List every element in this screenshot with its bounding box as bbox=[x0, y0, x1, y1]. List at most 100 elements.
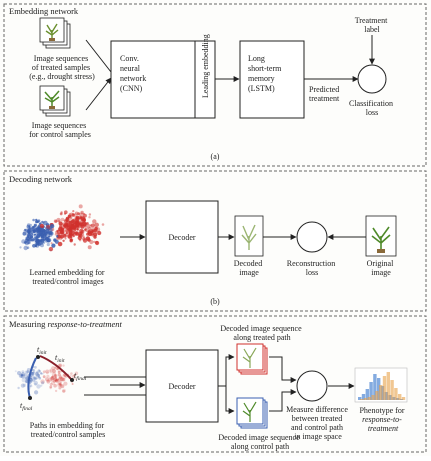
path-background-point bbox=[52, 379, 56, 383]
path-background-point bbox=[37, 375, 41, 379]
embedding-point bbox=[76, 222, 80, 226]
path-background-point bbox=[54, 379, 58, 383]
arrow-treated-to-cnn bbox=[85, 39, 112, 73]
path-background-point bbox=[59, 384, 63, 388]
path-background-point bbox=[33, 377, 37, 381]
path-background-point bbox=[36, 369, 41, 374]
embedding-point bbox=[88, 226, 92, 230]
histogram-bar-blue bbox=[399, 399, 404, 400]
path-background-point bbox=[54, 389, 58, 393]
embedding-point bbox=[58, 221, 63, 226]
histogram-bar-blue bbox=[396, 398, 400, 400]
embedding-point bbox=[73, 225, 77, 229]
path-background-point bbox=[49, 369, 52, 372]
path-background-point bbox=[51, 375, 55, 378]
embedding-point bbox=[76, 217, 79, 220]
embedding-point bbox=[82, 237, 86, 241]
leading-embedding-label: Leading embedding bbox=[201, 34, 210, 98]
embedding-point bbox=[27, 241, 31, 245]
path-background-point bbox=[29, 384, 33, 388]
path-background-point bbox=[63, 374, 66, 377]
panel-a: Embedding network Image sequences of tre… bbox=[3, 3, 427, 167]
embedding-point bbox=[73, 243, 76, 246]
histogram-bar-blue bbox=[384, 392, 388, 400]
path-background-point bbox=[49, 382, 53, 386]
path-background-point bbox=[57, 373, 61, 377]
path-background-point bbox=[22, 383, 27, 387]
path-background-point bbox=[55, 378, 58, 382]
histogram-bar-orange bbox=[382, 376, 387, 400]
embedding-point bbox=[22, 231, 27, 236]
embedding-point bbox=[40, 238, 43, 242]
path-background-point bbox=[49, 385, 53, 389]
embedding-point bbox=[82, 221, 87, 227]
embedding-point bbox=[64, 237, 67, 240]
embedding-point bbox=[38, 227, 43, 233]
path-background-point bbox=[39, 372, 43, 375]
paths-scatter bbox=[14, 363, 79, 395]
plant-icon bbox=[241, 224, 257, 250]
path-background-point bbox=[53, 383, 57, 388]
control-label: Image sequences for control samples bbox=[29, 121, 91, 139]
embedding-point bbox=[83, 213, 87, 218]
path-background-point bbox=[59, 383, 62, 387]
path-background-point bbox=[31, 371, 35, 376]
measure-difference-label: Measure difference between treated and c… bbox=[286, 405, 350, 441]
path-background-point bbox=[54, 374, 58, 378]
embedding-point bbox=[87, 231, 91, 235]
reconstruction-loss-label: Reconstruction loss bbox=[287, 259, 337, 277]
path-background-point bbox=[21, 370, 25, 374]
path-background-point bbox=[59, 375, 63, 379]
original-image-label: Original image bbox=[367, 259, 396, 277]
embedding-point bbox=[82, 235, 85, 238]
embedding-point bbox=[60, 230, 65, 235]
histogram-bar-orange bbox=[398, 394, 402, 400]
path-background-point bbox=[41, 372, 44, 375]
embedding-point bbox=[62, 234, 67, 238]
path-background-point bbox=[49, 386, 52, 390]
arrow-control-to-diff bbox=[269, 389, 297, 412]
embedding-point bbox=[78, 204, 83, 209]
embedding-point bbox=[33, 224, 37, 227]
embedding-point bbox=[84, 225, 88, 229]
path-background-point bbox=[69, 374, 72, 377]
embedding-point bbox=[77, 235, 83, 241]
embedding-point bbox=[39, 223, 45, 229]
path-background-point bbox=[38, 370, 41, 373]
embedding-caption: Learned embedding for treated/control im… bbox=[29, 268, 106, 286]
embedding-scatter bbox=[19, 204, 105, 252]
embedding-point bbox=[85, 236, 91, 241]
histogram-bar-blue bbox=[373, 374, 377, 400]
embedding-point bbox=[80, 210, 84, 215]
path-background-point bbox=[42, 375, 46, 379]
embedding-point bbox=[84, 227, 90, 233]
embedding-point bbox=[86, 224, 91, 229]
embedding-point bbox=[53, 238, 57, 242]
path-background-point bbox=[63, 374, 67, 377]
embedding-point bbox=[23, 241, 27, 244]
embedding-point bbox=[75, 232, 79, 237]
path-background-point bbox=[35, 371, 39, 375]
embedding-point bbox=[63, 223, 67, 227]
embedding-point bbox=[29, 238, 33, 242]
embedding-point bbox=[49, 228, 53, 232]
difference-node bbox=[296, 370, 328, 402]
embedding-point bbox=[79, 212, 84, 217]
panel-a-title: Embedding network bbox=[9, 6, 79, 16]
path-background-point bbox=[46, 379, 50, 383]
path-background-point bbox=[32, 376, 36, 379]
embedding-point bbox=[57, 242, 63, 247]
panel-b-border bbox=[3, 170, 427, 312]
path-background-point bbox=[58, 363, 62, 368]
arrow-treated-to-diff bbox=[269, 356, 297, 383]
path-background-point bbox=[58, 382, 62, 386]
histogram-bar-orange bbox=[375, 391, 379, 400]
path-background-point bbox=[14, 370, 17, 373]
histogram-bar-orange bbox=[371, 395, 375, 400]
embedding-point bbox=[37, 225, 41, 229]
path-background-point bbox=[24, 370, 29, 375]
path-background-point bbox=[74, 371, 79, 376]
path-background-point bbox=[70, 372, 73, 375]
